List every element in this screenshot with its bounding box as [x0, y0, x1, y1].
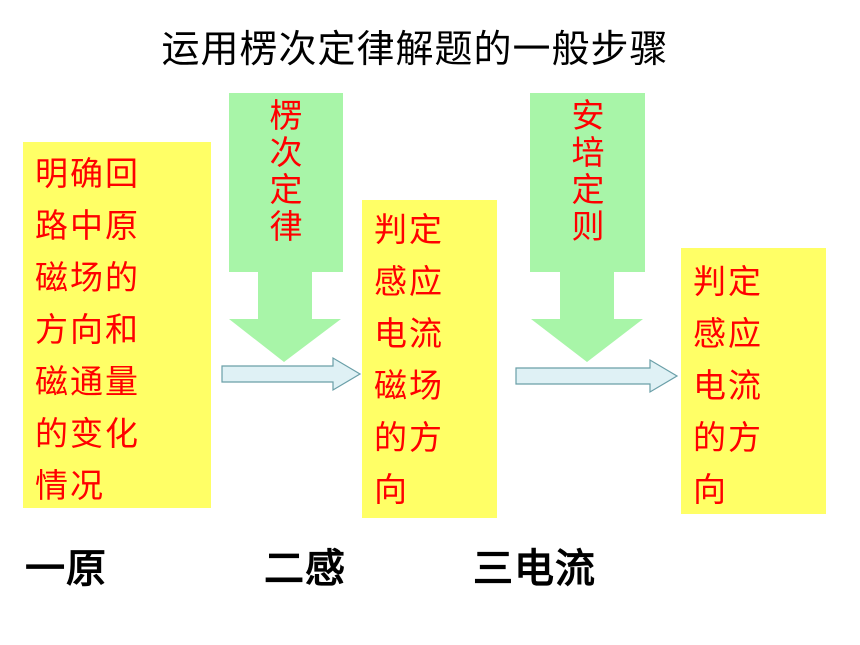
box1-line: 情况	[35, 466, 105, 505]
step3-box: 判定 感应 电流 的方 向	[681, 248, 826, 514]
arrow1-char: 次	[269, 133, 303, 172]
step-label-2: 二感	[264, 546, 346, 592]
box1-line: 的变化	[35, 414, 140, 453]
box3-line: 感应	[693, 314, 763, 353]
box2-line: 向	[374, 470, 409, 509]
arrow2-char: 定	[571, 170, 605, 209]
box3-line: 向	[693, 470, 728, 509]
box3-line: 判定	[693, 262, 763, 301]
step-label-1: 一原	[25, 546, 107, 592]
step-label-3: 三电流	[473, 546, 596, 592]
arrow2-char: 安	[571, 96, 605, 135]
arrow2-char: 培	[571, 133, 605, 172]
page-title: 运用楞次定律解题的一般步骤	[161, 27, 669, 71]
box2-line: 电流	[374, 314, 444, 353]
box2-line: 磁场	[374, 366, 444, 405]
arrow2-char: 则	[571, 207, 605, 246]
green-down-arrow-1	[229, 93, 343, 362]
arrow1-char: 楞	[269, 96, 303, 135]
right-arrow-2	[515, 358, 679, 394]
step2-box: 判定 感应 电流 磁场 的方 向	[362, 200, 497, 518]
box2-line: 的方	[374, 418, 444, 457]
step1-box: 明确回 路中原 磁场的 方向和 磁通量 的变化 情况	[23, 142, 211, 508]
box3-line: 电流	[693, 366, 763, 405]
arrow1-char: 律	[269, 207, 303, 246]
green-down-arrow-2	[530, 93, 645, 362]
box1-line: 磁场的	[35, 258, 140, 297]
box1-line: 明确回	[35, 154, 140, 193]
box2-line: 判定	[374, 210, 444, 249]
right-arrow-1	[221, 356, 362, 392]
box1-line: 路中原	[35, 206, 140, 245]
arrow2-text: 安 培 定 则	[568, 97, 608, 245]
arrow1-text: 楞 次 定 律	[266, 97, 306, 245]
box3-line: 的方	[693, 418, 763, 457]
box2-line: 感应	[374, 262, 444, 301]
box1-line: 方向和	[35, 310, 140, 349]
arrow1-char: 定	[269, 170, 303, 209]
box1-line: 磁通量	[35, 362, 140, 401]
